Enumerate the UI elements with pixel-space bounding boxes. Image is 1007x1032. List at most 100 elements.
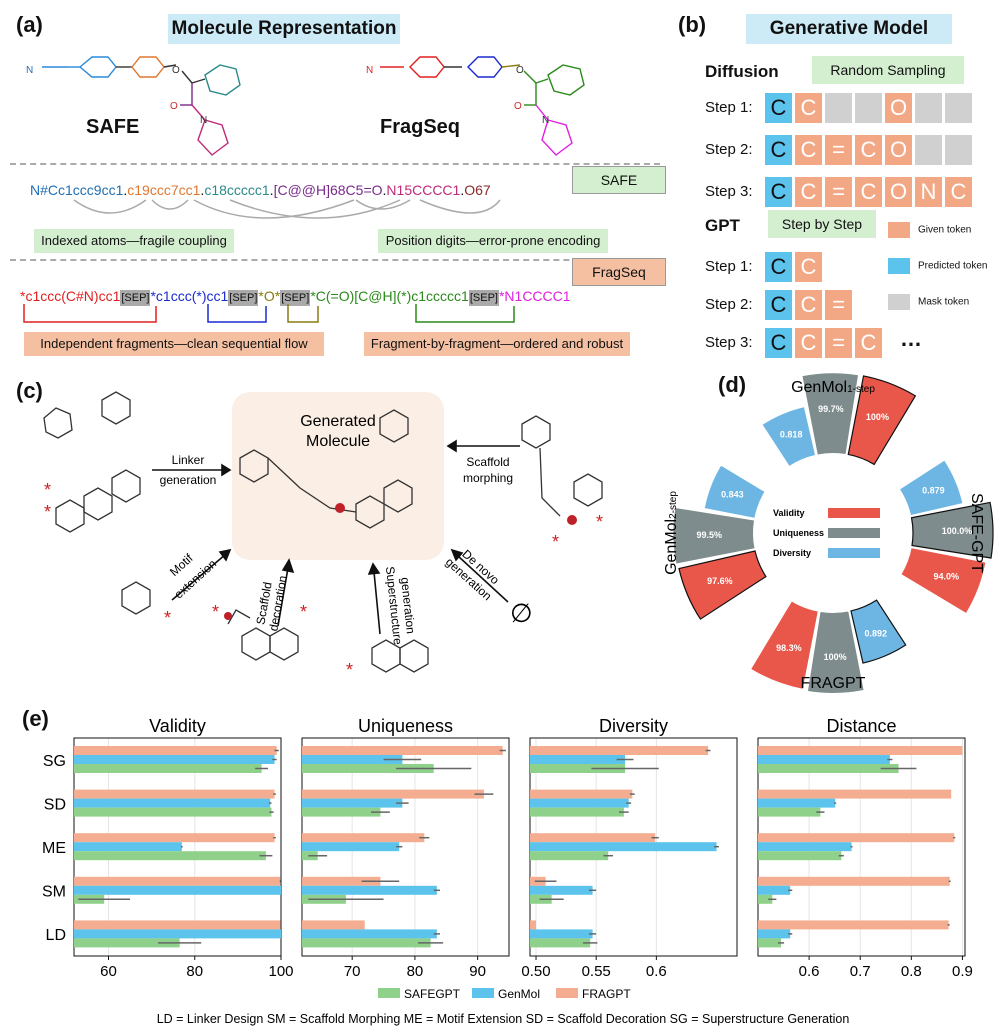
bar-FRAGPT-SG	[302, 746, 503, 755]
generated-title-1: Generated	[300, 413, 376, 430]
arrow-morph-1: Scaffold	[466, 455, 509, 469]
fragseq-molecule-label: FragSeq	[380, 116, 461, 138]
diffusion-step-label: Step 1:	[705, 99, 753, 116]
diffusion-label: Diffusion	[705, 62, 779, 81]
predicted-token-label: Predicted token	[918, 260, 988, 272]
token-legend: Given token Predicted token Mask token	[888, 222, 988, 330]
bar-SAFEGPT-SM	[758, 894, 773, 904]
safe-part-5: .	[269, 182, 274, 198]
star-super: *	[346, 660, 353, 680]
star-morph-2: *	[552, 532, 559, 552]
bar-SAFEGPT-SD	[758, 807, 821, 817]
panel-e-label: (e)	[22, 706, 49, 731]
chart-title: Diversity	[599, 716, 668, 736]
diffusion-step-label: Step 2:	[705, 141, 753, 158]
bar-SAFEGPT-ME	[530, 851, 609, 861]
tick-label: 0.6	[799, 963, 820, 980]
radial-bar-uniqueness-1	[910, 501, 994, 559]
ether-o-right: O	[516, 65, 524, 76]
diffusion-token: C	[795, 93, 822, 123]
gpt-token: C	[765, 328, 792, 358]
bar-SAFEGPT-SG	[74, 764, 262, 773]
legend-swatch-SAFEGPT	[378, 988, 400, 998]
gpt-token: C	[765, 290, 792, 320]
radial-label-uniqueness-1: 100.0%	[942, 526, 973, 536]
bar-GenMol-LD	[758, 929, 791, 939]
generated-title-2: Molecule	[306, 433, 370, 450]
bar-SAFEGPT-LD	[530, 938, 591, 948]
bar-GenMol-SM	[74, 885, 281, 895]
panel-c-diagram: * * * * * * * * Generated Molecule Linke…	[43, 391, 603, 680]
fragseq-string: *c1ccc(C#N)cc1[SEP]*c1ccc(*)cc1[SEP]*O*[…	[20, 288, 571, 306]
bar-FRAGPT-ME	[302, 833, 425, 843]
diffusion-token: O	[885, 93, 912, 123]
safe-part-6: [C@@H]68C5=O	[273, 182, 383, 198]
bar-GenMol-SG	[74, 755, 275, 764]
tick-label: 70	[344, 963, 361, 980]
bar-FRAGPT-SD	[302, 789, 484, 799]
panel-c-label: (c)	[16, 378, 43, 403]
radial-left-label: GenMol2-step	[663, 491, 680, 575]
radial-label-diversity-3: 0.843	[721, 489, 744, 499]
radial-label-diversity-2: 0.892	[864, 629, 887, 639]
diffusion-step-label: Step 3:	[705, 183, 753, 200]
bar-SAFEGPT-SG	[758, 764, 899, 773]
safe-part-4: c18ccccc1	[204, 182, 270, 198]
bar-FRAGPT-SG	[74, 746, 277, 755]
category-label-LD: LD	[46, 927, 66, 944]
bar-FRAGPT-SD	[530, 789, 633, 799]
diffusion-token: N	[915, 177, 942, 207]
safe-part-9: .	[460, 182, 465, 198]
bar-GenMol-SM	[758, 885, 791, 895]
chart-title: Uniqueness	[358, 716, 453, 736]
bar-FRAGPT-SM	[758, 876, 950, 886]
fragseq-tag: FragSeq	[572, 258, 666, 286]
bar-FRAGPT-SD	[758, 789, 952, 799]
safe-molecule-label: SAFE	[86, 116, 140, 138]
diffusion-token: C	[945, 177, 972, 207]
bar-GenMol-SD	[530, 798, 629, 808]
diffusion-token	[855, 93, 882, 123]
bar-GenMol-SD	[302, 798, 403, 808]
legend-label-GenMol: GenMol	[498, 987, 540, 1001]
radial-label-diversity-0: 0.818	[780, 430, 803, 440]
safe-part-8: N15CCCC1	[386, 182, 461, 198]
note-fragment-by-fragment: Fragment-by-fragment—ordered and robust	[364, 332, 630, 356]
tick-label: 80	[186, 963, 203, 980]
fragseq-part-1: [SEP]	[120, 290, 151, 306]
fragseq-part-5: [SEP]	[280, 290, 311, 306]
gpt-step-label: Step 2:	[705, 296, 753, 313]
fragseq-part-6: *C(=O)[C@H](*)c1ccccc1	[310, 288, 469, 304]
tick-label: 0.6	[646, 963, 667, 980]
bar-GenMol-SM	[530, 885, 593, 895]
radial-label-diversity-1: 0.879	[922, 485, 945, 495]
diffusion-token: C	[795, 177, 822, 207]
gpt-token: C	[765, 252, 792, 282]
category-label-SG: SG	[43, 753, 66, 770]
radial-label-validity-2: 98.3%	[776, 643, 802, 653]
fragseq-links	[23, 304, 515, 323]
star-linker-1: *	[44, 480, 51, 500]
fragseq-part-8: *N1CCCC1	[498, 288, 571, 304]
bar-FRAGPT-ME	[74, 833, 275, 843]
bar-SAFEGPT-ME	[758, 851, 842, 861]
fragseq-part-0: *c1ccc(C#N)cc1	[20, 288, 121, 304]
diffusion-token: O	[885, 135, 912, 165]
star-motif: *	[164, 608, 171, 628]
chart-title: Validity	[149, 716, 206, 736]
footnote: LD = Linker Design SM = Scaffold Morphin…	[157, 1012, 850, 1026]
gpt-step-label: Step 3:	[705, 334, 753, 351]
given-token-swatch	[888, 222, 910, 238]
safe-part-0: N#Cc1ccc9cc1	[30, 182, 124, 198]
diffusion-token: =	[825, 177, 852, 207]
panel-a-molecules: N O O N N O O N	[26, 56, 585, 156]
category-label-ME: ME	[42, 840, 66, 857]
gpt-token: C	[795, 328, 822, 358]
bar-GenMol-SG	[302, 755, 403, 764]
radial-right-label: SAFE-GPT	[968, 493, 985, 573]
bar-FRAGPT-LD	[74, 920, 281, 930]
